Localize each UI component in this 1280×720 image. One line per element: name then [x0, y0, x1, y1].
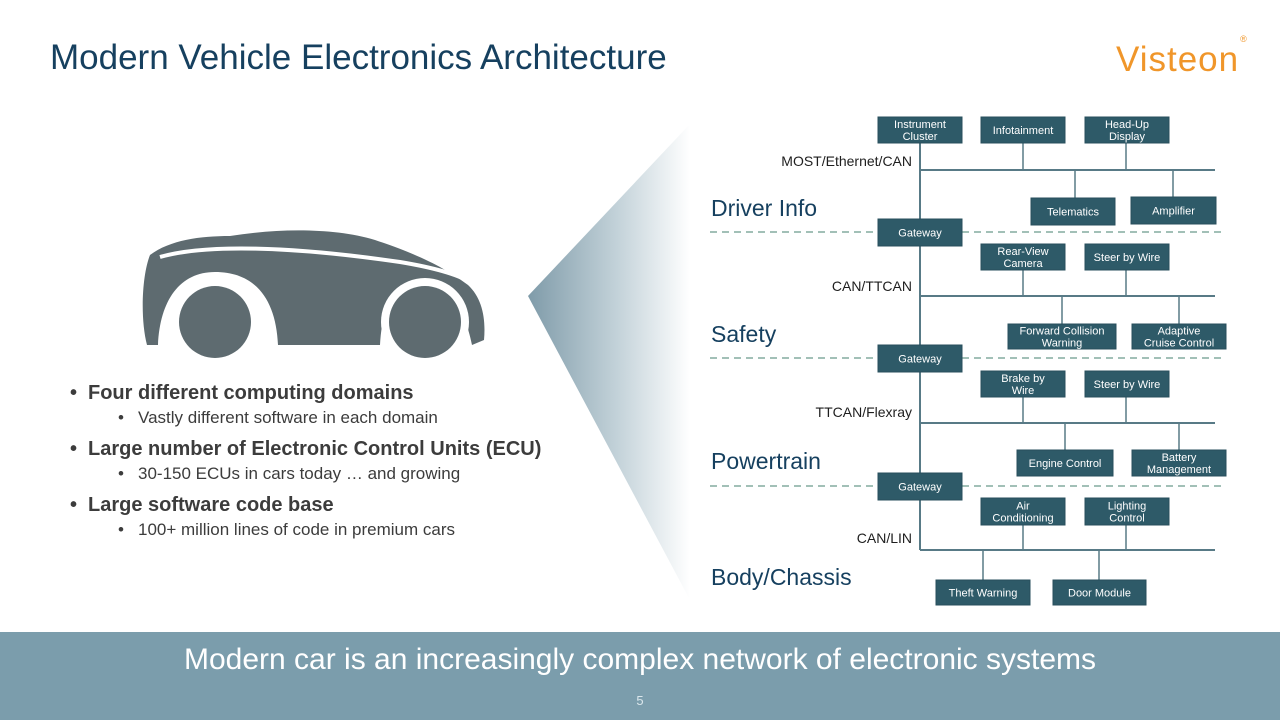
gateway-box: Gateway — [877, 344, 963, 373]
ecu-box-steer-by-wire-safety-label: Steer by Wire — [1094, 252, 1161, 264]
protocol-label-driver-info: MOST/Ethernet/CAN — [781, 153, 912, 169]
ecu-box-door-module: Door Module — [1052, 579, 1147, 606]
ecu-box-engine-control-label: Engine Control — [1029, 458, 1102, 470]
bullet-sub: Vastly different software in each domain — [70, 407, 590, 429]
ecu-box-amplifier-label: Amplifier — [1152, 206, 1195, 218]
ecu-box-infotainment: Infotainment — [980, 116, 1066, 144]
ecu-box-theft-warning: Theft Warning — [935, 579, 1031, 606]
bullet-sub: 100+ million lines of code in premium ca… — [70, 519, 590, 541]
ecu-box-steer-by-wire-powertrain-label: Steer by Wire — [1094, 379, 1161, 391]
protocol-label-body-chassis: CAN/LIN — [857, 530, 912, 546]
gateway-box-label: Gateway — [898, 354, 942, 366]
ecu-box-amplifier: Amplifier — [1130, 196, 1217, 225]
domain-label-driver-info: Driver Info — [711, 195, 817, 221]
footer-message: Modern car is an increasingly complex ne… — [183, 643, 1097, 676]
gateway-box-label: Gateway — [898, 482, 942, 494]
ecu-box-telematics-label: Telematics — [1047, 207, 1099, 219]
ecu-box-infotainment-label: Infotainment — [993, 125, 1054, 137]
bullet-list: Four different computing domains Vastly … — [70, 381, 590, 541]
slide-title: Modern Vehicle Electronics Architecture — [50, 38, 667, 77]
ecu-box-telematics: Telematics — [1030, 197, 1116, 226]
visteon-logo: Visteon® — [1116, 34, 1248, 80]
bullet-main: Large number of Electronic Control Units… — [70, 437, 590, 461]
protocol-label-safety: CAN/TTCAN — [832, 278, 912, 294]
page-number: 5 — [636, 693, 644, 708]
domain-label-powertrain: Powertrain — [711, 448, 821, 474]
ecu-box-steer-by-wire-powertrain: Steer by Wire — [1084, 370, 1170, 398]
gateway-box: Gateway — [877, 218, 963, 247]
logo-wordmark: Visteon — [1116, 40, 1240, 79]
zoom-fan-shape — [528, 124, 690, 600]
bullet-sub: 30-150 ECUs in cars today … and growing — [70, 463, 590, 485]
ecu-box-door-module-label: Door Module — [1068, 588, 1131, 600]
ecu-box-engine-control: Engine Control — [1016, 449, 1114, 477]
gateway-box: Gateway — [877, 472, 963, 501]
ecu-box-steer-by-wire-safety: Steer by Wire — [1084, 243, 1170, 271]
protocol-label-powertrain: TTCAN/Flexray — [816, 404, 912, 420]
domain-label-body-chassis: Body/Chassis — [711, 564, 852, 590]
registered-mark-icon: ® — [1240, 34, 1248, 45]
gateway-box-label: Gateway — [898, 228, 942, 240]
bullet-main: Four different computing domains — [70, 381, 590, 405]
ecu-box-theft-warning-label: Theft Warning — [949, 588, 1018, 600]
footer-band: Modern car is an increasingly complex ne… — [0, 632, 1280, 720]
car-icon — [142, 230, 485, 366]
domain-label-safety: Safety — [711, 321, 777, 347]
architecture-graphic: Driver Info Safety Powertrain Body/Chass… — [142, 116, 1227, 606]
bullet-main: Large software code base — [70, 493, 590, 517]
